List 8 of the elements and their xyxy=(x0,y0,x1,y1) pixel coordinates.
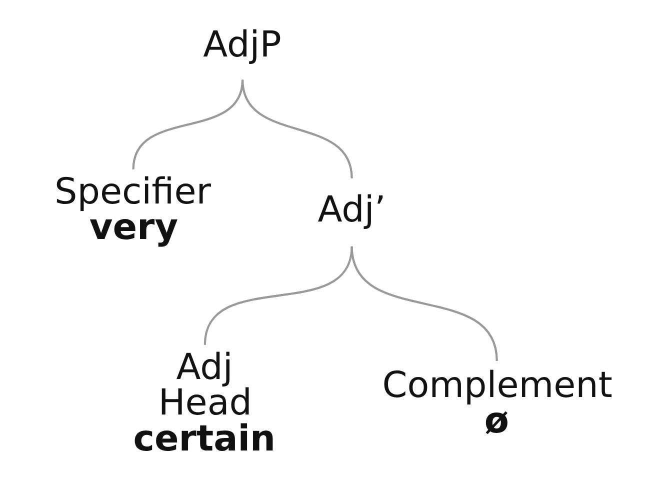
connector xyxy=(203,246,352,346)
node-text: Complement ø xyxy=(382,364,612,442)
node-text: Specifier very xyxy=(54,171,210,248)
node-text: Adj Head certain xyxy=(132,346,276,460)
node-text: AdjP xyxy=(202,24,281,66)
node-text: Adj’ xyxy=(317,189,386,230)
connector xyxy=(240,80,352,178)
connector xyxy=(350,246,498,362)
